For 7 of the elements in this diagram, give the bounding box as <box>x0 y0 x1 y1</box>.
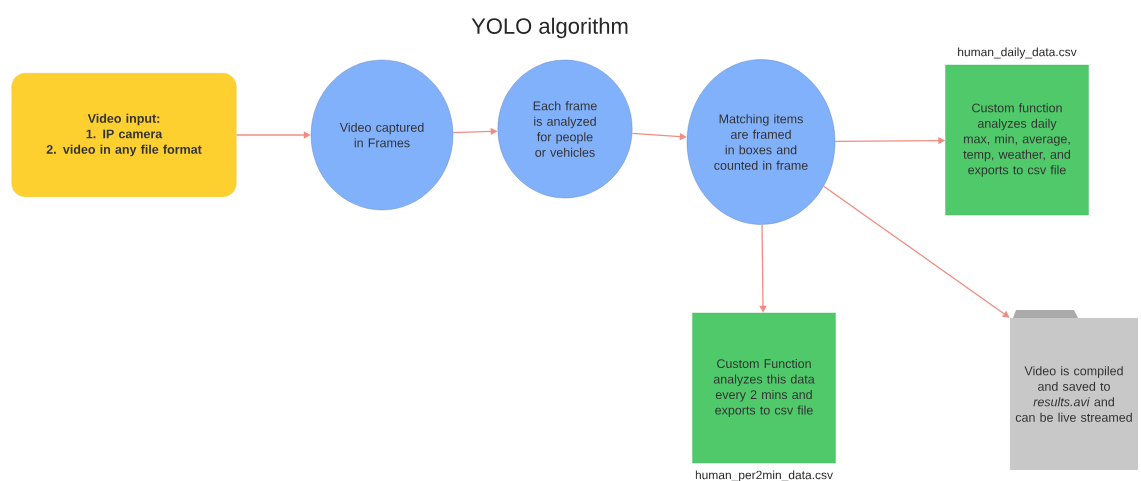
arrow <box>823 185 1010 318</box>
file-name: human_daily_data.csv <box>958 47 1077 59</box>
input-box: Video input: 1. IP camera 2. video in any file format <box>11 72 237 198</box>
function-box: Custom Function analyzes this data every 2 mins and exports to csv file <box>692 312 836 464</box>
file-name: human_per2min_data.csv <box>695 470 833 481</box>
title: YOLO algorithm <box>471 17 628 39</box>
function-box: Custom function analyzes daily max, min, average, temp, weather, and exports to csv file <box>945 64 1089 216</box>
